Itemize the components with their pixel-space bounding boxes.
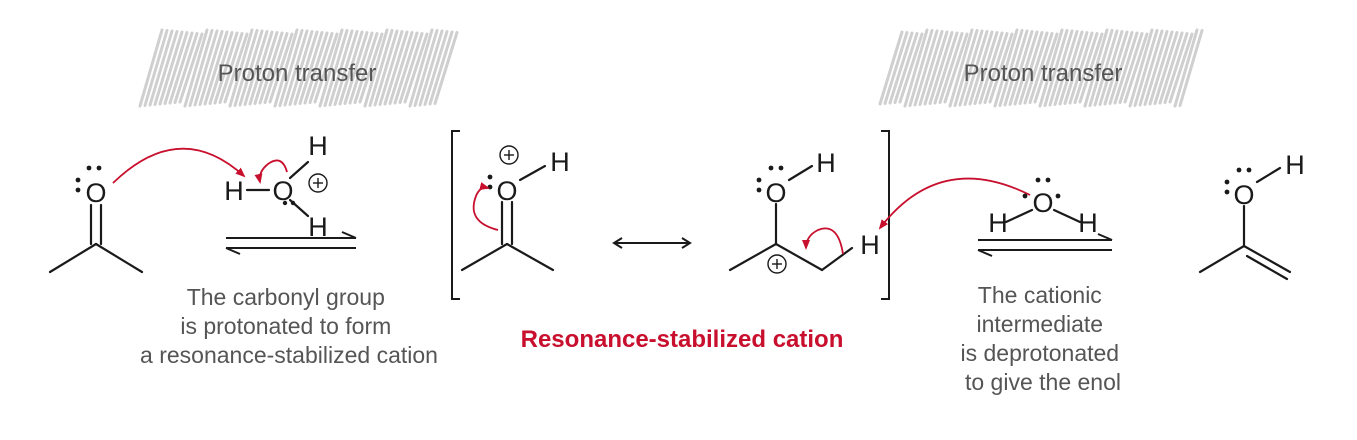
- oxygen-atom: O: [272, 176, 293, 206]
- equilibrium-arrows-icon: [225, 231, 357, 255]
- hydrogen-atom: H: [550, 147, 570, 177]
- hydrogen-atom: H: [1078, 208, 1098, 238]
- oxygen-atom: O: [765, 178, 786, 208]
- curved-arrow-icon: [802, 227, 844, 255]
- oxygen-atom: O: [85, 178, 106, 208]
- step2-caption: The cationic intermediate is deprotonate…: [961, 282, 1126, 395]
- oxocarbenium-structure: O H: [460, 145, 570, 272]
- resonance-label: Resonance-stabilized cation: [521, 326, 844, 353]
- hydronium-ion: H O H H: [224, 131, 328, 242]
- positive-charge-icon: [767, 254, 787, 274]
- hydrogen-atom: H: [1285, 150, 1305, 180]
- hydrogen-atom: H: [308, 131, 328, 161]
- hydrogen-atom: H: [816, 148, 836, 178]
- hydrogen-atom: H: [988, 208, 1008, 238]
- equilibrium-arrows-icon: [977, 233, 1113, 257]
- curved-arrow-icon: [878, 177, 1031, 230]
- oxygen-atom: O: [496, 176, 517, 206]
- lone-pair-dots: [75, 165, 102, 193]
- acetone-molecule: O: [48, 165, 144, 274]
- positive-charge-icon: [499, 145, 519, 165]
- left-header-label: Proton transfer: [218, 60, 377, 87]
- curved-arrow-icon: [112, 147, 246, 184]
- hydrogen-atom: H: [860, 230, 880, 260]
- curved-arrow-icon: [472, 182, 499, 231]
- right-bracket: [881, 130, 890, 300]
- enol-molecule: O H: [1198, 150, 1305, 281]
- positive-charge-icon: [308, 173, 328, 193]
- step1-caption: The carbonyl group is protonated to form…: [140, 284, 438, 368]
- left-header-hatch: [138, 28, 459, 108]
- oxygen-atom: O: [1032, 188, 1053, 218]
- right-header-label: Proton transfer: [964, 60, 1123, 87]
- carbocation-structure: O H H: [728, 148, 880, 274]
- hydrogen-atom: H: [308, 212, 328, 242]
- oxygen-atom: O: [1233, 180, 1254, 210]
- right-header-hatch: [878, 28, 1204, 108]
- water-molecule: O H H: [988, 177, 1098, 238]
- curved-arrow-icon: [254, 159, 288, 184]
- resonance-arrow-icon: [612, 237, 692, 249]
- left-bracket: [451, 130, 460, 300]
- hydrogen-atom: H: [224, 176, 244, 206]
